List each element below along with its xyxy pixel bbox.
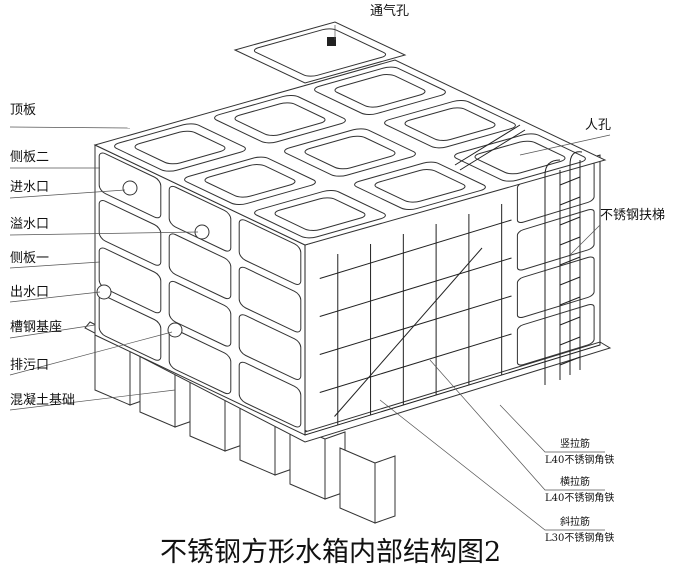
side-panel [169, 279, 231, 348]
label-vent: 通气孔 [370, 4, 410, 19]
top-plate-inner [401, 106, 500, 142]
ladder-rung [560, 337, 580, 345]
ladder-rung [560, 197, 580, 205]
horizontal-brace [320, 220, 512, 279]
label-concrete-foundation: 混凝土基础 [10, 393, 76, 408]
label-diagonal-brace: 斜拉筋 [560, 517, 590, 528]
label-top-plate: 顶板 [10, 103, 37, 118]
vent-hole-icon [327, 37, 336, 46]
label-vertical-brace-spec: L40不锈钢角铁 [545, 455, 615, 466]
top-plate-inner [231, 101, 330, 137]
label-diagonal-brace-spec: L30不锈钢角铁 [545, 533, 615, 544]
ladder-rung [560, 257, 580, 265]
label-side-plate-2: 侧板二 [10, 150, 50, 165]
top-plate-inner [131, 130, 230, 166]
side-panel [239, 360, 301, 429]
drain-port-icon [168, 323, 182, 337]
ladder-icon [545, 152, 582, 385]
ladder-rung [560, 237, 580, 245]
top-plate-inner [201, 163, 300, 199]
label-vertical-brace: 竖拉筋 [560, 439, 590, 450]
ladder-rung [560, 177, 580, 185]
vent-cover-plate [235, 22, 405, 83]
side-panel [99, 293, 161, 362]
label-horizontal-brace-spec: L40不锈钢角铁 [545, 493, 615, 504]
top-plate-inner [471, 140, 570, 176]
label-horizontal-brace: 横拉筋 [560, 477, 590, 488]
side-panel [169, 232, 231, 301]
label-inlet: 进水口 [10, 180, 50, 195]
ladder-rung [560, 277, 580, 285]
label-side-plate-1: 侧板一 [10, 251, 50, 266]
horizontal-brace [320, 258, 512, 317]
leader-lines [10, 25, 610, 530]
top-plate-inner [301, 135, 400, 171]
manhole-icon [455, 125, 525, 170]
ladder-rung [560, 217, 580, 225]
ladder-rung [560, 317, 580, 325]
side-panel [169, 327, 231, 396]
ladder-rung [560, 297, 580, 305]
top-plate-inner [331, 73, 430, 109]
diagram-title: 不锈钢方形水箱内部结构图2 [160, 537, 502, 568]
inlet-port-icon [123, 181, 137, 195]
side-panel [239, 217, 301, 286]
side-panel [517, 303, 594, 366]
label-ladder: 不锈钢扶梯 [600, 208, 666, 223]
label-manhole: 人孔 [585, 118, 612, 133]
label-drain: 排污口 [10, 358, 50, 373]
diagonal-brace [335, 248, 483, 417]
side-panel [99, 246, 161, 315]
concrete-block [340, 448, 375, 523]
side-panel [239, 312, 301, 381]
label-outlet: 出水口 [10, 285, 50, 300]
concrete-block-side [375, 456, 395, 523]
label-overflow: 溢水口 [10, 217, 50, 232]
right-open-frame [305, 155, 600, 435]
side-panel [239, 265, 301, 334]
top-plate-inner [271, 196, 370, 232]
ladder-rung [560, 357, 580, 365]
horizontal-brace [320, 334, 512, 393]
side-panel [517, 208, 594, 271]
label-channel-base: 槽钢基座 [10, 320, 63, 335]
horizontal-brace [320, 296, 512, 355]
side-panel [517, 256, 594, 319]
top-plate-inner [371, 168, 470, 204]
